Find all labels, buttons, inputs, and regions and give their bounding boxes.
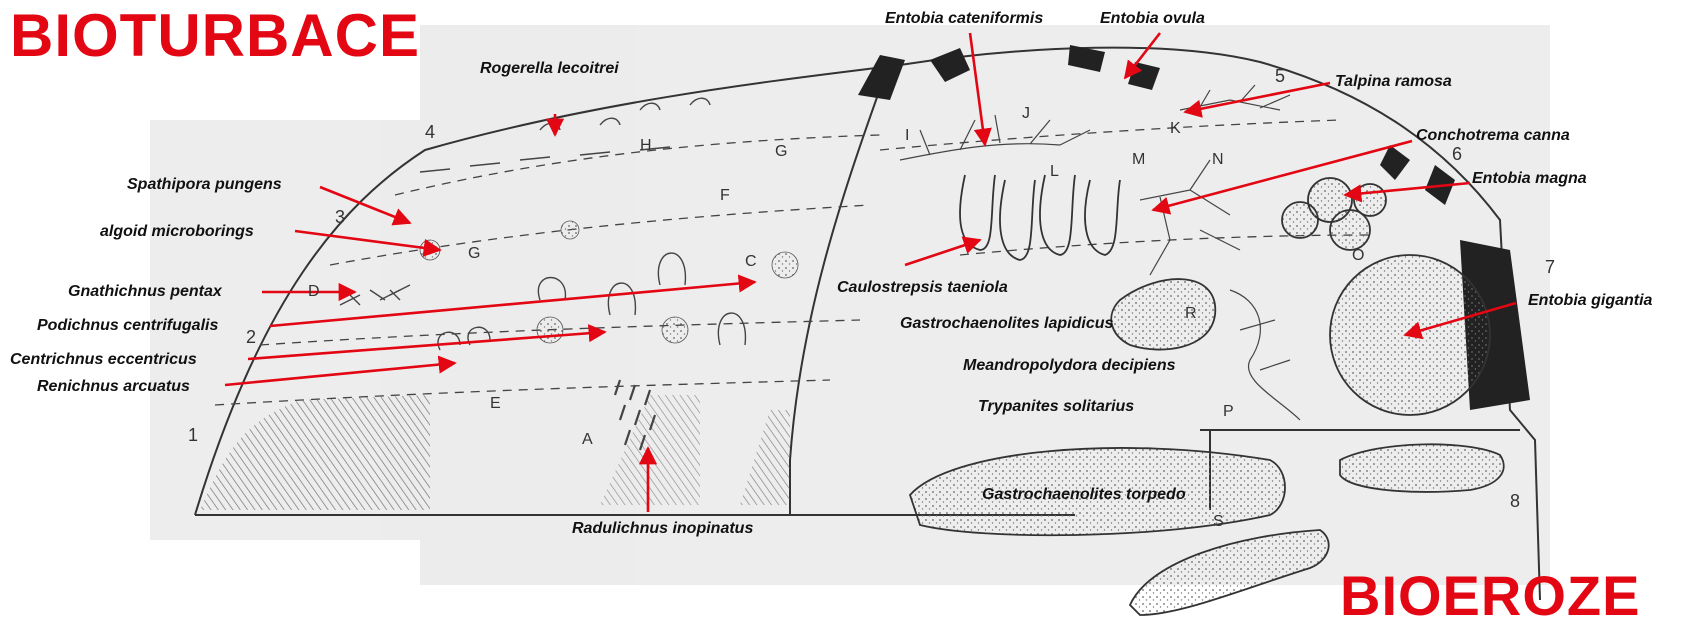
label-talpina-ramosa: Talpina ramosa xyxy=(1335,74,1452,90)
label-renichnus-arcuatus: Renichnus arcuatus xyxy=(37,379,190,395)
label-podichnus-centrifugalis: Podichnus centrifugalis xyxy=(37,318,218,334)
zone-number: 4 xyxy=(425,122,435,142)
zone-number: 6 xyxy=(1452,144,1462,164)
label-gastrochaenolites-lapidicus: Gastrochaenolites lapidicus xyxy=(900,316,1113,332)
label-centrichnus-eccentricus: Centrichnus eccentricus xyxy=(10,352,197,368)
zone-letter: L xyxy=(1050,163,1059,180)
zone-number: 8 xyxy=(1510,491,1520,511)
zone-letter: A xyxy=(582,431,593,448)
zone-letter: S xyxy=(1213,513,1224,530)
label-meandropolydora-decipiens: Meandropolydora decipiens xyxy=(963,358,1175,374)
zone-letter: I xyxy=(905,127,909,144)
label-rogerella-lecoitrei: Rogerella lecoitrei xyxy=(480,61,619,77)
zone-number: 3 xyxy=(335,207,345,227)
zone-letter: P xyxy=(1223,403,1234,420)
zone-letter: D xyxy=(308,283,320,300)
zone-letter: E xyxy=(490,395,501,412)
zone-letter: M xyxy=(1132,151,1145,168)
zone-letter: R xyxy=(1185,305,1197,322)
label-entobia-gigantia: Entobia gigantia xyxy=(1528,293,1652,309)
label-entobia-cateniformis: Entobia cateniformis xyxy=(885,11,1043,27)
label-algoid-microborings: algoid microborings xyxy=(100,224,254,240)
label-entobia-ovula: Entobia ovula xyxy=(1100,11,1205,27)
label-gnathichnus-pentax: Gnathichnus pentax xyxy=(68,284,222,300)
zone-number: 7 xyxy=(1545,257,1555,277)
bioturbation-title: BIOTURBACE xyxy=(10,6,420,66)
label-gastrochaenolites-torpedo: Gastrochaenolites torpedo xyxy=(982,487,1186,503)
zone-letter: O xyxy=(1352,247,1364,264)
zone-number: 2 xyxy=(246,327,256,347)
label-caulostrepsis-taeniola: Caulostrepsis taeniola xyxy=(837,280,1008,296)
label-conchotrema-canna: Conchotrema canna xyxy=(1416,128,1570,144)
zone-letter: G xyxy=(468,245,480,262)
zone-letter: H xyxy=(640,137,652,154)
label-trypanites-solitarius: Trypanites solitarius xyxy=(978,399,1134,415)
zone-letter: J xyxy=(1022,105,1030,122)
label-radulichnus-inopinatus: Radulichnus inopinatus xyxy=(572,521,753,537)
zone-number: 1 xyxy=(188,425,198,445)
zone-number: 5 xyxy=(1275,66,1285,86)
zone-letter: G xyxy=(775,143,787,160)
bioerosion-title: BIOEROZE xyxy=(1340,568,1640,624)
label-spathipora-pungens: Spathipora pungens xyxy=(127,177,282,193)
zone-letter: C xyxy=(745,253,757,270)
zone-letter: F xyxy=(720,187,730,204)
zone-letter: N xyxy=(1212,151,1224,168)
zone-letter: K xyxy=(1170,120,1181,137)
label-entobia-magna: Entobia magna xyxy=(1472,171,1587,187)
